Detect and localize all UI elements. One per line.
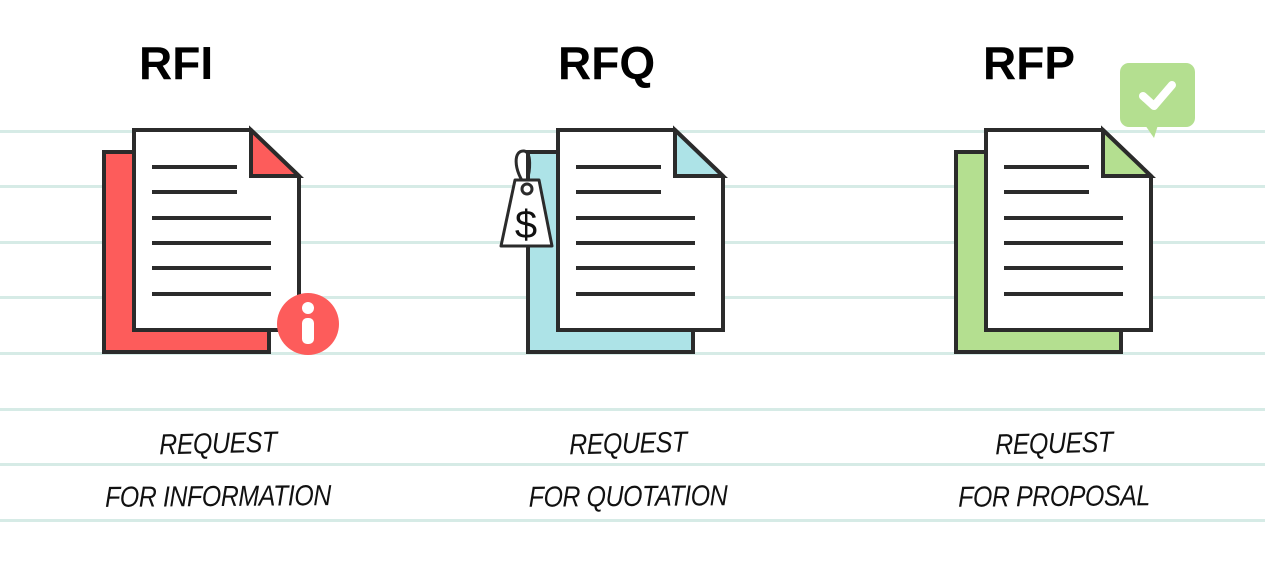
front-page — [132, 128, 301, 332]
rfq-caption-line2: FOR QUOTATION — [528, 480, 728, 514]
text-lines — [152, 165, 271, 296]
rfq-caption-line1: REQUEST — [568, 426, 688, 462]
rfi-caption-line2: FOR INFORMATION — [104, 480, 332, 514]
page-fold — [249, 125, 304, 178]
rfp-caption: REQUEST FOR PROPOSAL — [925, 418, 1183, 524]
rfp-document-icon — [954, 63, 1195, 354]
ruled-line — [0, 463, 1265, 466]
rfi-document-icon — [102, 125, 339, 355]
front-page — [556, 128, 725, 332]
ruled-line — [0, 519, 1265, 522]
front-page — [984, 128, 1153, 332]
rfi-title: RFI — [139, 37, 214, 89]
text-lines — [576, 165, 695, 296]
rfq-title: RFQ — [558, 37, 656, 89]
dollar-glyph: $ — [515, 203, 537, 247]
info-icon — [277, 293, 339, 355]
rfq-document-icon: $ — [499, 125, 728, 354]
ruled-line — [0, 408, 1265, 411]
checkmark-chat-bubble-icon — [1120, 63, 1195, 138]
rfp-caption-line1: REQUEST — [994, 426, 1114, 462]
page-fold — [673, 125, 728, 178]
rfq-caption: REQUEST FOR QUOTATION — [499, 418, 757, 524]
rfp-caption-line2: FOR PROPOSAL — [958, 480, 1150, 514]
rfp-title: RFP — [983, 37, 1075, 89]
price-tag-icon: $ — [499, 149, 554, 248]
rfi-caption: REQUEST FOR INFORMATION — [89, 418, 347, 524]
page-fold — [1101, 125, 1156, 178]
rfi-caption-line1: REQUEST — [158, 426, 278, 462]
text-lines — [1004, 165, 1123, 296]
